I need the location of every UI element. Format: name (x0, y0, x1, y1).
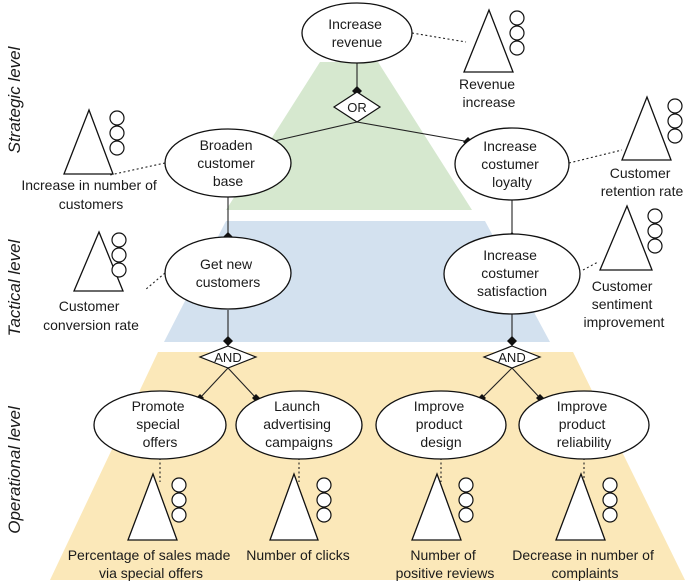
goal-increase-costumer-satisfaction: Increase costumer satisfaction (443, 233, 581, 315)
indicator-label: Increase in number of customers (21, 177, 160, 212)
indicator-special-offer-sales: Percentage of sales made via special off… (68, 472, 235, 581)
or-gate: OR (332, 91, 382, 123)
operational-level-label: Operational level (5, 405, 24, 534)
indicator-triangle (463, 8, 514, 73)
operational-level-band (50, 352, 685, 580)
indicator-label: Customer conversion rate (43, 298, 139, 333)
goal-broaden-customer-base: Broaden customer base (164, 128, 292, 198)
indicator-triangle (269, 472, 319, 541)
indicator-label: Customer sentiment improvement (584, 278, 665, 330)
goal-text: Increase costumer loyalty (481, 138, 542, 190)
goal-text: Increase revenue (328, 16, 386, 50)
goal-launch-advertising-campaigns: Launch advertising campaigns (235, 390, 363, 460)
goal-text: Improve product design (414, 398, 468, 450)
indicator-customer-retention-rate: Customer retention rate (601, 95, 684, 199)
refinement-links (199, 63, 541, 399)
and-gate-left-label: AND (214, 350, 241, 365)
tactical-level-label: Tactical level (5, 238, 24, 336)
indicator-label: Number of positive reviews (396, 547, 495, 581)
indicator-positive-reviews: Number of positive reviews (396, 472, 495, 581)
indicator-label: Revenue increase (459, 76, 519, 110)
goal-text: Improve product reliability (557, 398, 611, 450)
goal-text: Increase costumer satisfaction (477, 247, 547, 299)
indicator-label: Customer retention rate (601, 165, 684, 199)
indicator-triangle (411, 472, 462, 541)
goal-increase-costumer-loyalty: Increase costumer loyalty (454, 127, 570, 201)
goal-text: Get new customers (196, 256, 261, 290)
indicator-revenue-increase: Revenue increase (459, 8, 525, 110)
goal-increase-revenue: Increase revenue (301, 2, 413, 64)
indicator-triangle (555, 472, 606, 541)
indicator-decrease-complaints: Decrease in number of complaints (512, 472, 658, 581)
indicator-triangle (73, 230, 124, 292)
indicator-label: Decrease in number of complaints (512, 547, 658, 581)
and-gate-left: AND (198, 345, 258, 369)
indicator-triangle (63, 108, 114, 175)
indicator-label: Percentage of sales made via special off… (68, 547, 235, 581)
goal-text: Promote special offers (132, 398, 189, 450)
indicator-increase-in-number-of-customers: Increase in number of customers (21, 108, 160, 212)
goal-improve-product-design: Improve product design (375, 390, 507, 460)
or-gate-label: OR (347, 100, 367, 115)
and-gate-right: AND (482, 345, 542, 369)
goal-improve-product-reliability: Improve product reliability (518, 390, 650, 460)
indicator-triangle (599, 204, 653, 271)
indicator-label: Number of clicks (246, 547, 349, 563)
goal-text: Launch advertising campaigns (263, 398, 335, 450)
strategic-level-label: Strategic level (5, 45, 24, 153)
goal-promote-special-offers: Promote special offers (93, 390, 227, 460)
indicator-number-of-clicks: Number of clicks (246, 472, 350, 563)
and-gate-right-label: AND (498, 350, 525, 365)
indicator-links (109, 32, 623, 482)
indicator-customer-sentiment-improvement: Customer sentiment improvement (584, 204, 665, 330)
indicator-customer-conversion-rate: Customer conversion rate (43, 230, 139, 333)
goal-text: Broaden customer base (197, 137, 258, 189)
indicator-triangle (621, 95, 672, 161)
goal-get-new-customers: Get new customers (164, 236, 292, 310)
indicator-triangle (127, 472, 178, 541)
